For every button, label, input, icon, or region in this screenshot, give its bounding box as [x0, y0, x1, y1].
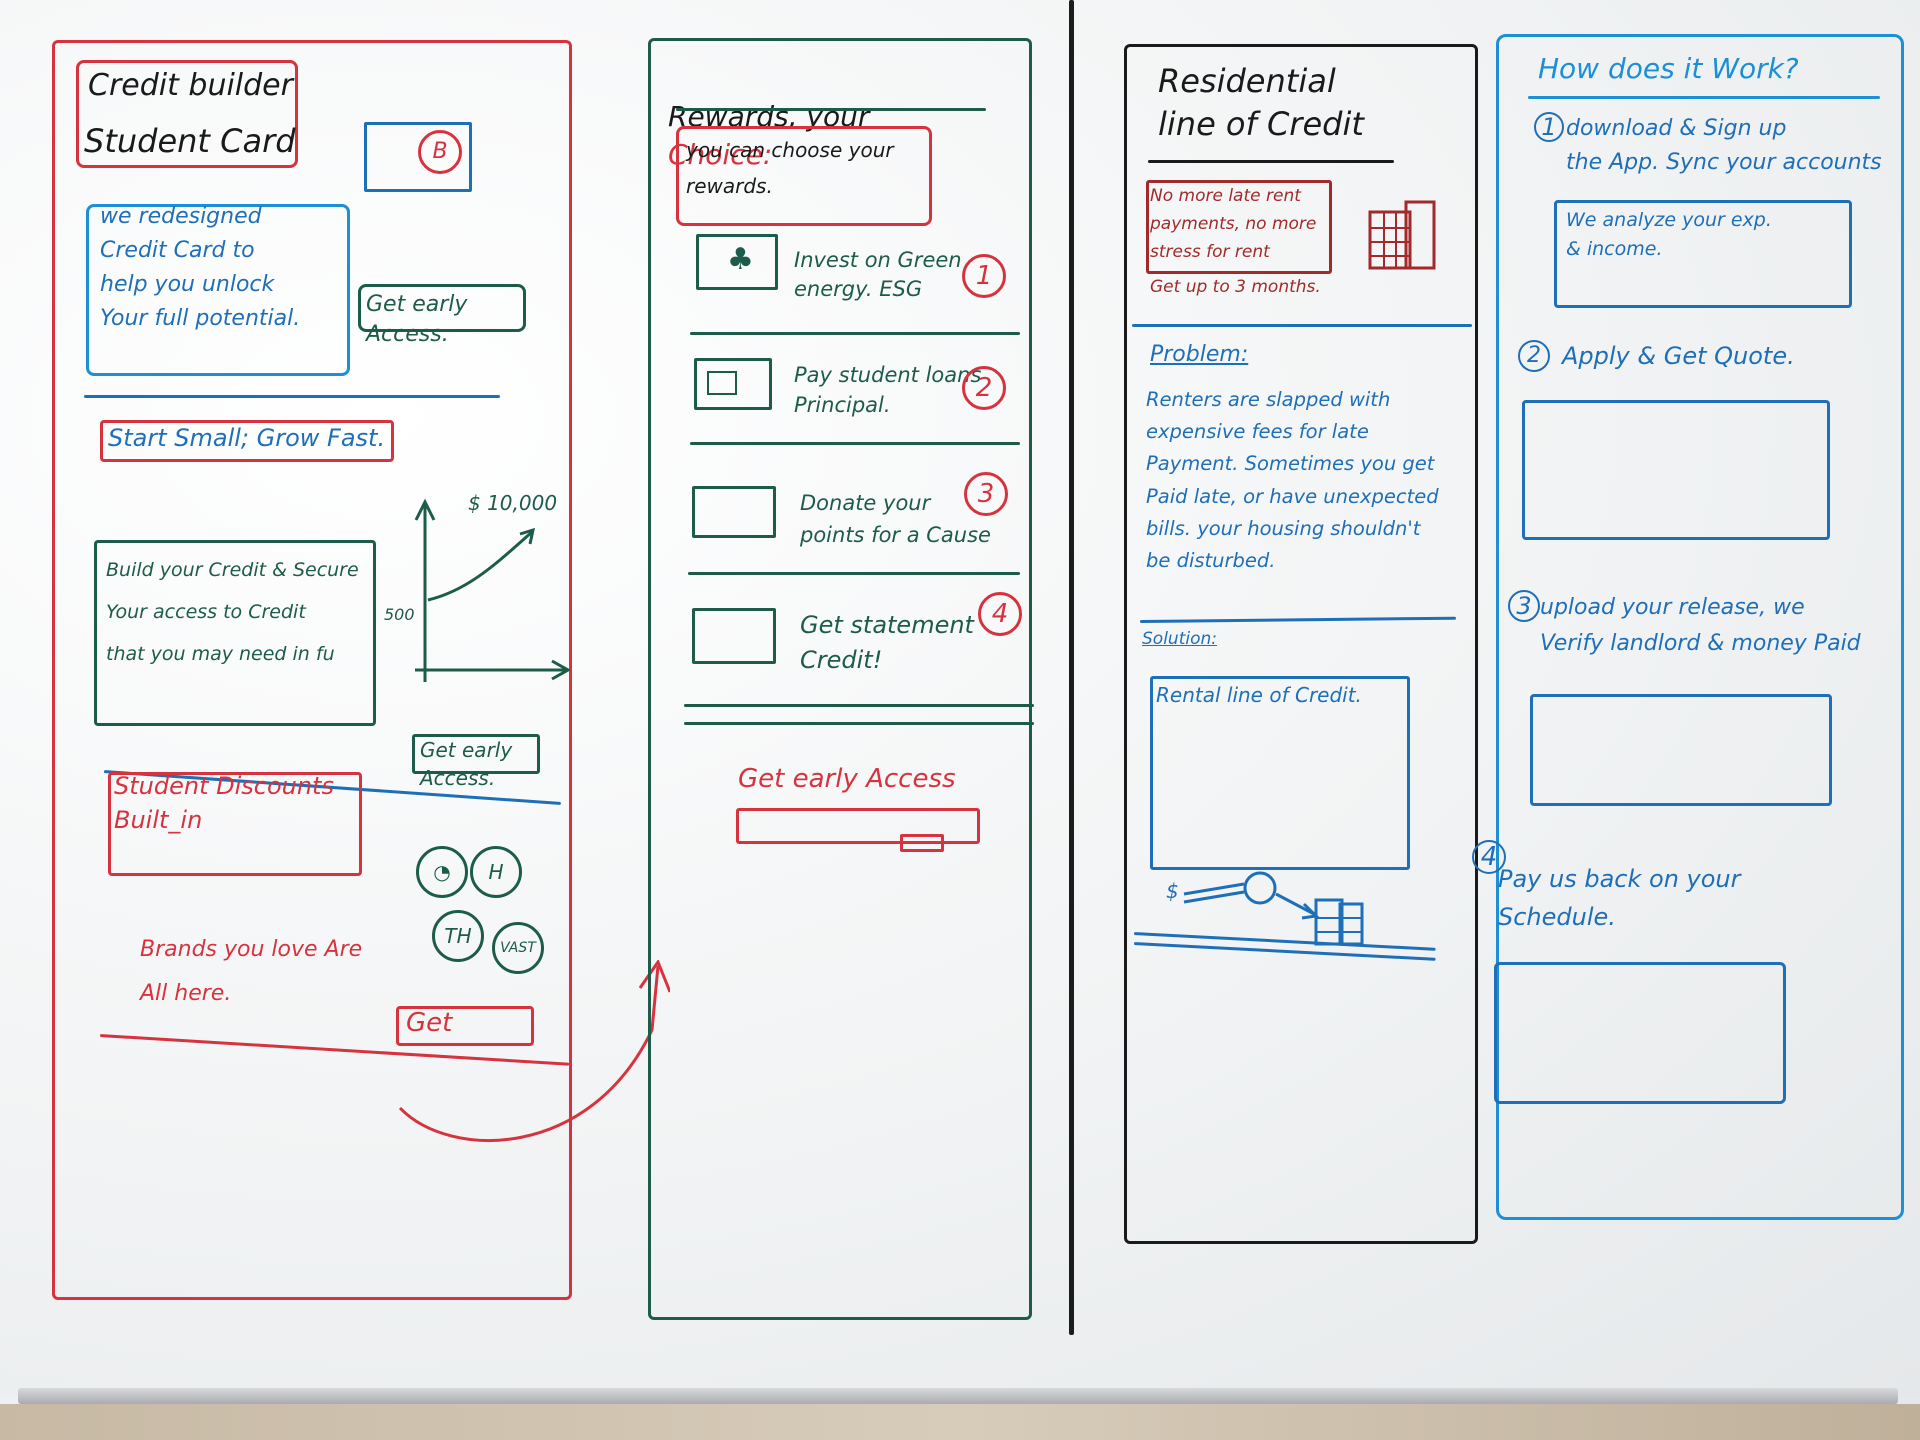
board-divider-line [1069, 0, 1074, 1335]
intro-card [86, 204, 350, 376]
reward-divider-2 [690, 442, 1020, 445]
brand-badge-vast: VAST [492, 922, 544, 974]
section1-text: Build your Credit & Secure Your access t… [106, 559, 359, 665]
how-it-works-underline [1528, 96, 1880, 99]
title-box [76, 60, 298, 168]
get-button[interactable] [396, 1006, 534, 1046]
reward-2-label: Pay student loans Principal. [794, 363, 982, 418]
panel3-title-underline [1148, 160, 1394, 163]
panel-rewards [648, 38, 1032, 1320]
growth-chart [414, 498, 570, 682]
step-1-number: 1 [1534, 112, 1564, 142]
step-1-card-text: We analyze your exp. & income. [1566, 209, 1772, 260]
chart-mid-label: 500 [384, 605, 415, 624]
chart-y-arrow [414, 498, 436, 521]
flag-icon [707, 371, 737, 395]
panel3-tagline: No more late rent payments, no more stre… [1150, 186, 1317, 263]
acorn-icon: ◔ [433, 860, 451, 884]
section1-card [94, 540, 376, 726]
step-2-card [1522, 400, 1830, 540]
step-2-text: Apply & Get Quote. [1562, 342, 1795, 370]
reward-2-image [694, 358, 772, 410]
flow-arrow-curve [398, 965, 660, 1142]
rewards-subtitle-box [676, 126, 932, 226]
svg-text:$: $ [1166, 879, 1179, 903]
how-it-works-title: How does it Work? [1538, 52, 1799, 85]
rewards-title-highlight: Choice: [668, 137, 773, 171]
reward-divider-4 [684, 704, 1034, 707]
section2-title-box [108, 772, 362, 876]
reward-1-number: 1 [962, 254, 1006, 298]
brand-badge-label: H [488, 860, 504, 884]
reward-divider-5 [684, 722, 1034, 725]
step-2-number: 2 [1518, 340, 1550, 372]
email-submit-button[interactable] [900, 834, 944, 852]
panel1-title-line1: Credit builder [88, 68, 293, 103]
shop-badge: ◔ [416, 846, 468, 898]
intro-text: we redesigned Credit Card to help you un… [100, 204, 301, 332]
flow-arrow-head [638, 960, 670, 993]
step-3-text: upload your release, we Verify landlord … [1540, 595, 1861, 657]
step-4-number: 4 [1472, 840, 1506, 874]
chart-curve-arrow [519, 527, 536, 545]
email-input[interactable] [736, 808, 980, 844]
section-divider-1 [84, 395, 500, 398]
panel3-subnote: Get up to 3 months. [1150, 277, 1321, 297]
reward-4-number: 4 [978, 592, 1022, 636]
step-1-card [1554, 200, 1852, 308]
chart-top-label: $ 10,000 [468, 491, 558, 515]
flow-arrow [398, 960, 670, 1142]
section1-title-box [100, 420, 394, 462]
tree-icon: ♣ [727, 242, 754, 277]
reward-divider-1 [690, 332, 1020, 335]
reward-1-label: Invest on Green energy. ESG [794, 248, 962, 302]
panel1-title-line2: Student Card [84, 122, 296, 160]
reward-1-image: ♣ [696, 234, 778, 290]
section1-title: Start Small; Grow Fast. [108, 424, 386, 452]
reward-3-label: Donate your points for a Cause [800, 491, 991, 547]
logo-mark: B [418, 130, 462, 174]
solution-title: Solution: [1142, 629, 1217, 649]
reward-4-image [692, 608, 776, 664]
solution-text: Rental line of Credit. [1156, 683, 1362, 707]
reward-4-label: Get statement Credit! [800, 611, 974, 674]
step-4-card [1494, 962, 1786, 1104]
floor-strip [0, 1404, 1920, 1440]
chart-growth-curve [427, 530, 533, 602]
whiteboard [0, 0, 1920, 1395]
get-early-access-button-1[interactable] [358, 284, 526, 332]
rewards-title-underline [676, 108, 986, 111]
rewards-cta-title: Get early Access [738, 764, 956, 794]
building-icon [1368, 200, 1436, 270]
tagline-box [1146, 180, 1332, 274]
panel-residential [1124, 44, 1478, 1244]
step-3-card [1530, 694, 1832, 806]
brands-text: Brands you love Are All here. [140, 937, 363, 1006]
panel-how-it-works [1496, 34, 1904, 1220]
reward-divider-3 [688, 572, 1020, 575]
step-4-text: Pay us back on your Schedule. [1498, 865, 1741, 932]
reward-2-number: 2 [962, 366, 1006, 410]
marker-tray [18, 1388, 1898, 1404]
step-3-number: 3 [1508, 590, 1540, 622]
reward-3-image [692, 486, 776, 538]
panel3-title: Residential line of Credit [1158, 62, 1364, 144]
solution-card [1150, 676, 1410, 870]
brand-badge-label: TH [444, 924, 472, 948]
chart-x-arrow [551, 659, 570, 681]
section2-title: Student Discounts Built_in [114, 772, 334, 834]
brand-badge-label: VAST [500, 940, 536, 956]
panel-credit-builder [52, 40, 572, 1300]
logo-box [364, 122, 472, 192]
problem-text: Renters are slapped with expensive fees … [1146, 388, 1439, 572]
brand-badge-th: TH [432, 910, 484, 962]
problem-title: Problem: [1150, 342, 1249, 367]
get-early-access-button-2[interactable] [412, 734, 540, 774]
reward-3-number: 3 [964, 472, 1008, 516]
panel3-divider-1 [1132, 324, 1472, 327]
rewards-subtitle: you can choose your rewards. [686, 138, 894, 198]
step-1-text: download & Sign up the App. Sync your ac… [1566, 116, 1882, 176]
brand-badge-h: H [470, 846, 522, 898]
